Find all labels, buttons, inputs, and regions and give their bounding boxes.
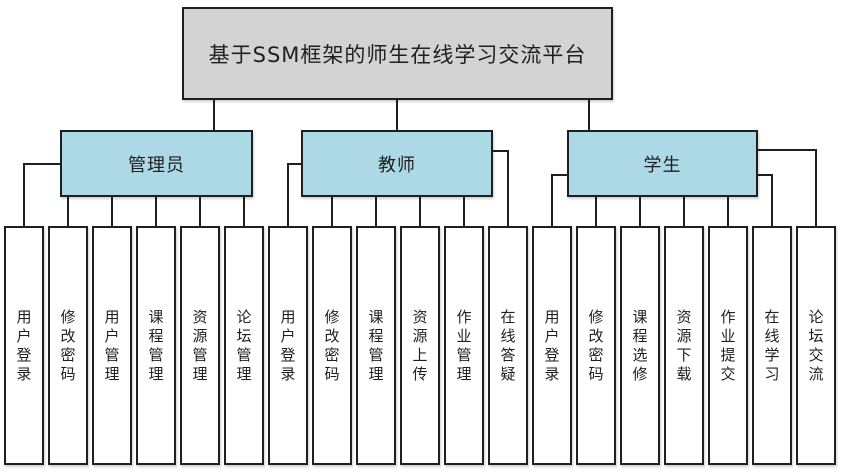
leaf-student-user-login: 用户登录: [532, 226, 572, 465]
leaf-teacher-user-login: 用户登录: [268, 226, 308, 465]
leaf-label: 用户登录: [280, 307, 296, 383]
group-node-student: 学生: [567, 130, 758, 197]
root-label: 基于SSM框架的师生在线学习交流平台: [208, 42, 587, 67]
leaf-student-change-password: 修改密码: [576, 226, 616, 465]
leaf-student-online-learning: 在线学习: [752, 226, 792, 465]
leaf-label: 用户管理: [104, 307, 120, 383]
leaf-label: 资源上传: [412, 307, 428, 383]
leaf-admin-user-login: 用户登录: [4, 226, 44, 465]
leaf-teacher-resource-upload: 资源上传: [400, 226, 440, 465]
leaf-admin-user-management: 用户管理: [92, 226, 132, 465]
edge-teacher-leaf1: [287, 163, 303, 227]
root-node: 基于SSM框架的师生在线学习交流平台: [182, 7, 613, 100]
leaf-label: 在线答疑: [500, 307, 516, 383]
leaf-label: 修改密码: [588, 307, 604, 383]
leaf-label: 修改密码: [60, 307, 76, 383]
leaf-admin-forum-management: 论坛管理: [224, 226, 264, 465]
leaf-admin-course-management: 课程管理: [136, 226, 176, 465]
leaf-admin-resource-management: 资源管理: [180, 226, 220, 465]
leaf-teacher-change-password: 修改密码: [312, 226, 352, 465]
leaf-teacher-online-qa: 在线答疑: [488, 226, 528, 465]
leaf-label: 用户登录: [16, 307, 32, 383]
group-node-admin: 管理员: [60, 130, 253, 197]
leaf-label: 课程管理: [148, 307, 164, 383]
edge-student-leaf7: [756, 149, 817, 227]
leaf-label: 资源下载: [676, 307, 692, 383]
leaf-label: 作业管理: [456, 307, 472, 383]
leaf-label: 课程选修: [632, 307, 648, 383]
leaf-label: 作业提交: [720, 307, 736, 383]
edge-student-leaf1: [551, 174, 569, 227]
leaf-label: 修改密码: [324, 307, 340, 383]
leaf-student-homework-submit: 作业提交: [708, 226, 748, 465]
leaf-label: 在线学习: [764, 307, 780, 383]
leaf-label: 用户登录: [544, 307, 560, 383]
edge-student-leaf6: [756, 174, 773, 227]
group-node-teacher: 教师: [301, 130, 493, 197]
leaf-student-forum-communication: 论坛交流: [796, 226, 836, 465]
edge-teacher-leaf6: [491, 150, 509, 227]
leaf-student-resource-download: 资源下载: [664, 226, 704, 465]
leaf-teacher-homework-management: 作业管理: [444, 226, 484, 465]
leaf-label: 论坛交流: [808, 307, 824, 383]
leaf-label: 资源管理: [192, 307, 208, 383]
group-student-label: 学生: [643, 154, 682, 176]
leaf-teacher-course-management: 课程管理: [356, 226, 396, 465]
leaf-label: 课程管理: [368, 307, 384, 383]
group-teacher-label: 教师: [378, 154, 416, 176]
leaf-student-course-enrollment: 课程选修: [620, 226, 660, 465]
leaf-admin-change-password: 修改密码: [48, 226, 88, 465]
edge-admin-leaf1: [23, 163, 62, 227]
leaf-label: 论坛管理: [236, 307, 252, 383]
group-admin-label: 管理员: [128, 154, 185, 176]
